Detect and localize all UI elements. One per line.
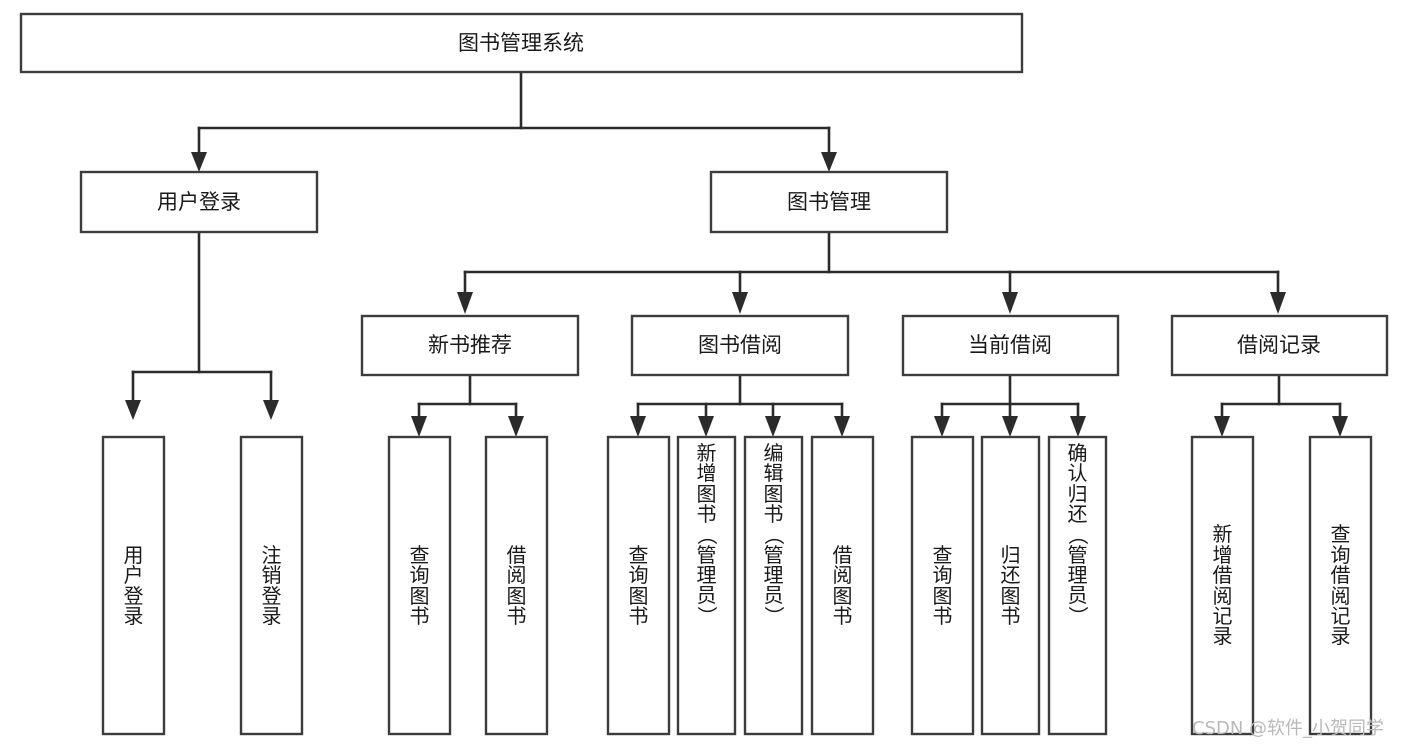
node-borrow-record[interactable]: 借阅记录	[1170, 314, 1389, 377]
connector-group-new-book	[411, 373, 524, 437]
arrow-to-book-borrow	[732, 292, 748, 314]
arrow-root-to-book-mgmt	[821, 152, 837, 172]
node-borrow-record-label: 借阅记录	[1237, 333, 1321, 357]
leaf-box-user-login-0[interactable]	[101, 435, 166, 736]
leaf-box-current-borrow-1[interactable]	[980, 435, 1041, 736]
connector-group-root	[191, 70, 837, 172]
arrow-book-borrow-leaf4	[834, 416, 850, 437]
node-current-borrow-label: 当前借阅	[968, 333, 1052, 357]
connector-group-user-login	[125, 230, 279, 420]
leaf-box-group	[101, 435, 1373, 736]
arrow-to-current-borrow	[1002, 292, 1018, 314]
arrow-book-borrow-leaf1	[630, 416, 646, 437]
node-new-book-recommend[interactable]: 新书推荐	[360, 314, 580, 377]
arrow-borrow-record-leaf1	[1214, 416, 1230, 437]
leaf-box-book-borrow-3[interactable]	[810, 435, 875, 736]
arrow-borrow-record-leaf2	[1332, 416, 1348, 437]
leaf-box-borrow-record-1[interactable]	[1308, 435, 1373, 736]
leaf-box-user-login-1[interactable]	[239, 435, 304, 736]
leaf-box-book-borrow-1[interactable]	[676, 435, 737, 736]
leaf-box-new-book-1[interactable]	[484, 435, 549, 736]
arrow-new-book-leaf2	[508, 416, 524, 437]
leaf-box-book-borrow-2[interactable]	[743, 435, 804, 736]
node-book-borrow-label: 图书借阅	[698, 333, 782, 357]
arrow-current-borrow-leaf2	[1002, 416, 1018, 437]
node-current-borrow[interactable]: 当前借阅	[901, 314, 1120, 377]
arrow-book-borrow-leaf2	[698, 416, 714, 437]
leaf-box-new-book-0[interactable]	[387, 435, 452, 736]
leaf-box-borrow-record-0[interactable]	[1190, 435, 1255, 736]
node-book-management-label: 图书管理	[787, 190, 871, 214]
leaf-box-book-borrow-0[interactable]	[606, 435, 671, 736]
connector-group-book-mgmt	[457, 230, 1286, 314]
leaf-box-current-borrow-2[interactable]	[1047, 435, 1108, 736]
arrow-new-book-leaf1	[411, 416, 427, 437]
node-user-login[interactable]: 用户登录	[79, 170, 319, 234]
node-root-label: 图书管理系统	[458, 31, 584, 55]
arrow-current-borrow-leaf3	[1070, 416, 1086, 437]
connector-group-book-borrow	[630, 373, 850, 437]
watermark-text: CSDN @软件_小贺同学	[1192, 718, 1385, 739]
node-book-borrow[interactable]: 图书借阅	[630, 314, 850, 377]
arrow-user-login-leaf1	[125, 400, 141, 420]
node-book-management[interactable]: 图书管理	[709, 170, 949, 234]
connector-group-borrow-record	[1214, 373, 1348, 437]
arrow-to-new-book	[457, 292, 473, 314]
arrow-to-borrow-record	[1270, 292, 1286, 314]
node-user-login-label: 用户登录	[157, 190, 241, 214]
leaf-box-current-borrow-0[interactable]	[910, 435, 975, 736]
arrow-book-borrow-leaf3	[765, 416, 781, 437]
node-root[interactable]: 图书管理系统	[19, 12, 1024, 74]
node-new-book-recommend-label: 新书推荐	[428, 333, 512, 357]
arrow-user-login-leaf2	[263, 400, 279, 420]
arrow-root-to-user-login	[191, 152, 207, 172]
connector-group-current-borrow	[934, 373, 1086, 437]
arrow-current-borrow-leaf1	[934, 416, 950, 437]
